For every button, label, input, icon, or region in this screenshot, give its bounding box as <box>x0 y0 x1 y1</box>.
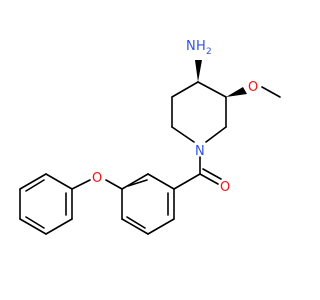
bond-aryl-ether-o <box>105 179 123 190</box>
ring3-bond-5 <box>45 218 73 235</box>
ring2-bond-3 <box>121 218 149 235</box>
atom-labels: N H 2 O N O O <box>92 39 258 195</box>
amine-h-label: H <box>196 39 206 54</box>
bond-o-methyl <box>261 86 281 98</box>
amine-subscript-label: 2 <box>206 47 212 57</box>
ring-n-label: N <box>195 144 205 159</box>
carbonyl-o-label: O <box>220 180 230 195</box>
ether-o-label: O <box>92 171 102 186</box>
structure-canvas: N H 2 O N O O <box>19 39 281 235</box>
ring2-inner-2 <box>126 216 146 229</box>
bond-carbonyl-o-1 <box>199 173 219 185</box>
ring2-bond-2 <box>147 218 175 235</box>
bond-n1-c2 <box>205 126 227 143</box>
bond-carbonyl-o-2 <box>202 168 222 180</box>
molecule-diagram: N H 2 O N O O <box>19 39 281 235</box>
benzoyl-ring <box>121 173 175 235</box>
bond-c3-c4 <box>197 81 227 98</box>
bond-ether-o-phenyl <box>71 179 91 190</box>
methoxy-o-label: O <box>248 80 258 95</box>
bond-carbonyl-aryl <box>173 173 201 190</box>
ring2-bond-5 <box>121 173 149 190</box>
phenyl-ring <box>19 173 73 235</box>
bond-c4-c5 <box>171 81 199 98</box>
wedge-bond-methoxy <box>226 87 247 97</box>
piperidine-ring <box>171 81 227 143</box>
ring3-inner-2 <box>25 216 45 229</box>
ring3-bond-1 <box>45 173 73 190</box>
wedge-bond-amine <box>195 60 202 82</box>
amine-n-label: N <box>186 39 196 54</box>
bond-c6-n1 <box>171 126 195 143</box>
ring3-bond-2 <box>19 173 47 190</box>
ring3-bond-4 <box>19 218 47 235</box>
ring2-bond-6 <box>147 173 175 190</box>
ring3-inner-1 <box>25 179 45 192</box>
ring2-inner-3 <box>127 179 148 187</box>
